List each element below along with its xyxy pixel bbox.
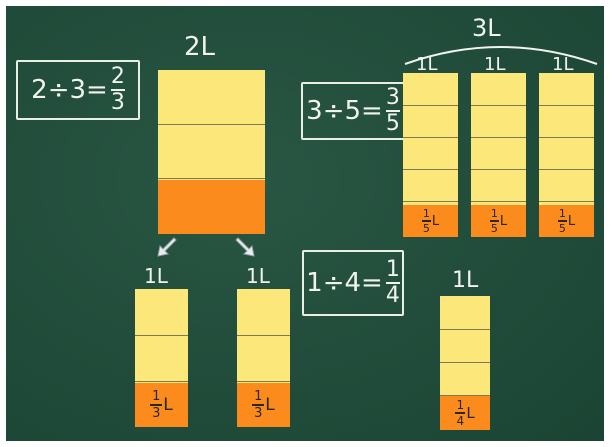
equation-fraction: 1 4	[385, 257, 400, 308]
unit-label: L	[567, 213, 576, 229]
orange-part-fifth-label-a: 1 5 L	[403, 205, 458, 237]
orange-part-fifth-label-b: 1 5 L	[471, 205, 526, 237]
fraction-label: 1 4	[455, 398, 466, 428]
fraction-label: 1 3	[150, 389, 163, 421]
arrow-down-right-icon	[235, 237, 255, 257]
label-1L-right-c: 1L	[552, 54, 574, 75]
fraction-denominator: 5	[490, 221, 498, 235]
equation-left: 1÷4=	[306, 268, 383, 298]
strip-1L-third-a: 1 3 L	[135, 289, 188, 427]
orange-part-fifth-label-c: 1 5 L	[539, 205, 594, 237]
fraction-numerator: 3	[385, 85, 400, 110]
strip-1L-fourth: 1 4 L	[440, 296, 490, 430]
brace-arc	[404, 46, 598, 65]
equation-left: 2÷3=	[31, 75, 108, 105]
fraction-numerator: 1	[456, 398, 465, 413]
fraction-denominator: 4	[385, 283, 400, 308]
label-1L-left-a: 1L	[144, 264, 168, 288]
fraction-denominator: 3	[152, 405, 161, 421]
orange-part-one-third	[158, 180, 265, 234]
equation-box-1-div-4: 1÷4= 1 4	[302, 250, 404, 316]
equation-box-2-div-3: 2÷3= 2 3	[16, 60, 140, 120]
fraction-denominator: 5	[422, 221, 430, 235]
label-3L: 3L	[472, 14, 501, 42]
label-1L-right-a: 1L	[416, 54, 438, 75]
strip-1L-third-b: 1 3 L	[237, 289, 290, 427]
unit-label: L	[163, 395, 173, 415]
orange-part-third-label-b: 1 3 L	[237, 383, 290, 427]
equation-box-3-div-5: 3÷5= 3 5	[301, 82, 405, 140]
fraction-label: 1 5	[557, 207, 567, 235]
unit-label: L	[265, 395, 275, 415]
label-1L-right-b: 1L	[484, 54, 506, 75]
label-2L: 2L	[184, 32, 216, 62]
fraction-label: 1 5	[489, 207, 499, 235]
fraction-denominator: 4	[456, 413, 465, 428]
fraction-numerator: 2	[110, 64, 125, 89]
chalkboard: 2÷3= 2 3 2L 1L 1 3 L 1L	[6, 6, 604, 441]
fraction-numerator: 1	[385, 257, 400, 282]
strip-1L-fifth-a: 1 5 L	[403, 73, 458, 237]
unit-label: L	[466, 404, 475, 422]
fraction-denominator: 3	[254, 405, 263, 421]
strip-1L-fifth-c: 1 5 L	[539, 73, 594, 237]
equation-left: 3÷5=	[306, 96, 383, 126]
orange-part-fourth-label: 1 4 L	[440, 396, 490, 430]
fraction-numerator: 1	[558, 207, 566, 221]
equation-fraction: 2 3	[110, 64, 125, 115]
arrow-down-left-icon	[157, 237, 177, 257]
fraction-denominator: 5	[385, 111, 400, 136]
unit-label: L	[431, 213, 440, 229]
strip-1L-fifth-b: 1 5 L	[471, 73, 526, 237]
label-1L-left-b: 1L	[246, 264, 270, 288]
fraction-numerator: 1	[422, 207, 430, 221]
orange-part-third-label-a: 1 3 L	[135, 383, 188, 427]
fraction-denominator: 3	[110, 90, 125, 115]
unit-label: L	[499, 213, 508, 229]
strip-2L	[158, 70, 265, 234]
fraction-label: 1 5	[421, 207, 431, 235]
fraction-label: 1 3	[252, 389, 265, 421]
fraction-numerator: 1	[254, 389, 263, 405]
fraction-denominator: 5	[558, 221, 566, 235]
equation-fraction: 3 5	[385, 85, 400, 136]
fraction-numerator: 1	[490, 207, 498, 221]
fraction-numerator: 1	[152, 389, 161, 405]
label-1L-quarter: 1L	[452, 268, 479, 293]
